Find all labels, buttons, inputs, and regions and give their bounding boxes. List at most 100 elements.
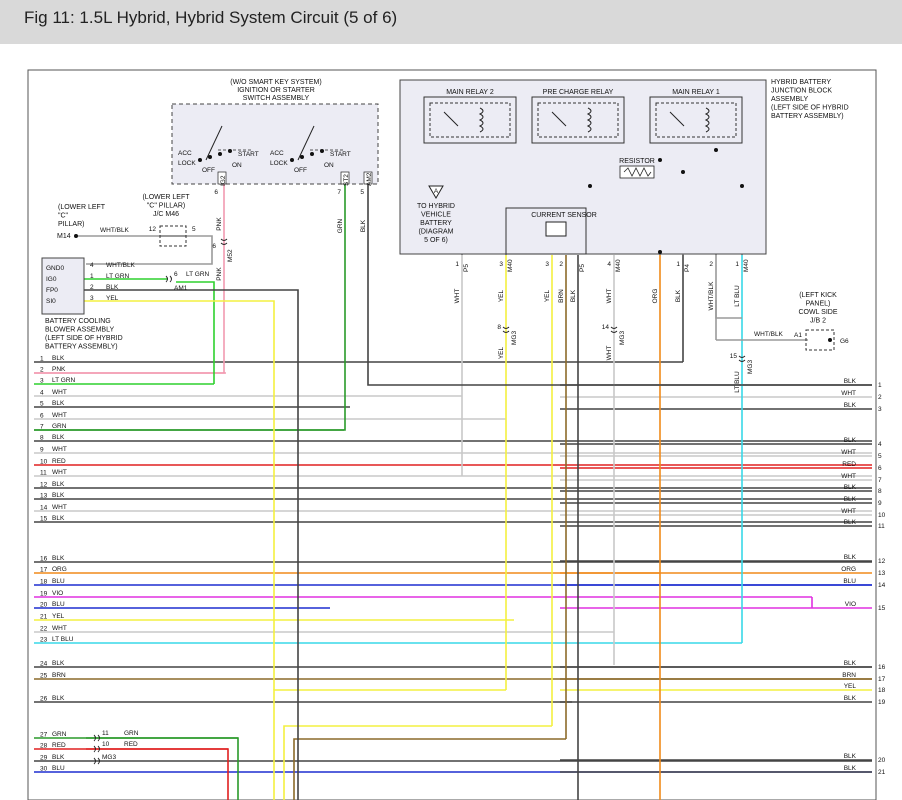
- ignition-label-on: ON: [324, 162, 334, 169]
- jb-pin-color-5: WHT: [606, 289, 613, 304]
- bus-left-pin-18: 18: [40, 579, 48, 586]
- jb-pin-conn-7: P4: [684, 264, 691, 272]
- bus-right-color-15: VIO: [845, 601, 856, 608]
- ignition-pin-name-st2: ST2: [343, 174, 350, 186]
- bus-left-pin-3: 3: [40, 378, 44, 385]
- cowl-pin: A1: [794, 332, 802, 339]
- bus-right-color-2: WHT: [841, 390, 856, 397]
- yel-drop-2: [283, 725, 552, 800]
- main-relay-2-coil: [478, 107, 484, 133]
- lower-left-pillar-title: (LOWER LEFT: [58, 204, 106, 211]
- bus-right-pin-16: 16: [878, 664, 886, 671]
- brn-drop: [293, 738, 566, 800]
- blower-box: [41, 257, 85, 315]
- bus-left-pin-22: 22: [40, 626, 48, 633]
- inline-bottom-mg3: [93, 757, 100, 765]
- bottom-grn: [86, 737, 239, 800]
- blower-pin-gnd0: GND0: [46, 265, 64, 272]
- bus-right-pin-18: 18: [878, 687, 886, 694]
- jb-pin-num-0: 1: [455, 261, 459, 268]
- ref-text: TO HYBRID: [417, 203, 455, 210]
- inline-mg3-conn-0: MG3: [511, 331, 518, 345]
- jb-pin-color-2: YEL: [544, 289, 551, 302]
- ignition-label-lock: LOCK: [270, 160, 288, 167]
- bus-left-color-18: BLU: [52, 578, 65, 585]
- bus-right-pin-8: 8: [878, 488, 882, 495]
- blower-wire-label-2: BLK: [106, 284, 119, 291]
- inline-mg3-conn-2: MG3: [747, 360, 754, 374]
- jc-m46-title: J/C M46: [153, 211, 179, 218]
- bus-left-pin-6: 6: [40, 413, 44, 420]
- jb-pin-num-5: 4: [607, 261, 611, 268]
- bus-left-color-27: GRN: [52, 731, 67, 738]
- bus-right-color-1: BLK: [844, 378, 857, 385]
- bus-right-color-12: BLK: [844, 554, 857, 561]
- pre-charge-relay-inner: [537, 102, 619, 138]
- bus-right-pin-14: 14: [878, 582, 886, 589]
- bus-left-color-17: ORG: [52, 566, 67, 573]
- bus-right-color-18: YEL: [844, 683, 857, 690]
- resistor-label: RESISTOR: [619, 158, 655, 165]
- blower-title: BATTERY COOLING: [45, 318, 111, 325]
- junction-dot: [714, 148, 718, 152]
- bus-right-pin-11: 11: [878, 523, 885, 530]
- ignition-label-start: START: [330, 151, 351, 158]
- blower-title: BATTERY ASSEMBLY): [45, 344, 118, 351]
- junction-block-title: BATTERY ASSEMBLY): [771, 113, 844, 120]
- bottom-pin-11: 11: [102, 730, 109, 737]
- ignition-switch-title: IGNITION OR STARTER: [237, 87, 315, 94]
- bus-right-pin-10: 10: [878, 512, 886, 519]
- bus-left-pin-21: 21: [40, 614, 48, 621]
- bus-left-color-28: RED: [52, 742, 66, 749]
- pillar-ground-dot: [74, 234, 78, 238]
- bus-right-color-7: WHT: [841, 473, 856, 480]
- inline-m52-pin: 6: [212, 243, 216, 250]
- bus-right-color-16: BLK: [844, 660, 857, 667]
- junction-block-title: ASSEMBLY: [771, 96, 809, 103]
- bus-right-color-10: WHT: [841, 508, 856, 515]
- bus-right-pin-12: 12: [878, 558, 886, 565]
- jb-pin-num-9: 1: [735, 261, 739, 268]
- jc-m46-title: "C" PILLAR): [147, 203, 185, 210]
- ref-letter: A: [434, 188, 439, 195]
- bus-left-pin-30: 30: [40, 766, 48, 773]
- bus-right-color-3: BLK: [844, 402, 857, 409]
- junction-dot: [740, 184, 744, 188]
- main-relay-1-title: MAIN RELAY 1: [672, 89, 720, 96]
- bus-left-pin-26: 26: [40, 696, 48, 703]
- cowl-wire-label: WHT/BLK: [754, 331, 784, 338]
- jb-pin-num-1: 3: [499, 261, 503, 268]
- bus-left-pin-4: 4: [40, 390, 44, 397]
- title-bar: Fig 11: 1.5L Hybrid, Hybrid System Circu…: [0, 0, 902, 44]
- am1-wire: LT GRN: [186, 271, 210, 278]
- bus-right-color-11: BLK: [844, 519, 857, 526]
- ignition-label-lock: LOCK: [178, 160, 196, 167]
- junction-block-title: HYBRID BATTERY: [771, 79, 831, 86]
- main-relay-2-inner: [429, 102, 511, 138]
- ignition-contact-dot: [208, 155, 212, 159]
- bus-right-pin-9: 9: [878, 500, 882, 507]
- ignition-pin-name-ig2: IG2: [220, 175, 227, 186]
- lower-left-pillar-title: PILLAR): [58, 221, 84, 228]
- pnk-label: PNK: [216, 217, 223, 231]
- bus-left-pin-24: 24: [40, 661, 48, 668]
- bus-left-pin-14: 14: [40, 505, 48, 512]
- pre-charge-relay-box: [531, 96, 625, 144]
- jb-pin-color-7: BLK: [675, 289, 682, 302]
- bus-left-pin-2: 2: [40, 367, 44, 374]
- bus-left-color-24: BLK: [52, 660, 65, 667]
- am1-out: [176, 281, 215, 384]
- ignition-contact-dot: [310, 152, 314, 156]
- bus-right-color-14: BLU: [843, 578, 856, 585]
- blower-pin-num-0: 4: [90, 262, 94, 269]
- bus-left-color-15: BLK: [52, 515, 65, 522]
- blower-pin-ig0: IG0: [46, 276, 57, 283]
- bus-right-color-19: BLK: [844, 695, 857, 702]
- junction-dot: [658, 250, 662, 254]
- bus-right-pin-21: 21: [878, 769, 886, 776]
- bus-left-pin-15: 15: [40, 516, 48, 523]
- ignition-contact-dot: [218, 152, 222, 156]
- ignition-contact: [205, 125, 223, 161]
- jb-pin-num-8: 2: [709, 261, 713, 268]
